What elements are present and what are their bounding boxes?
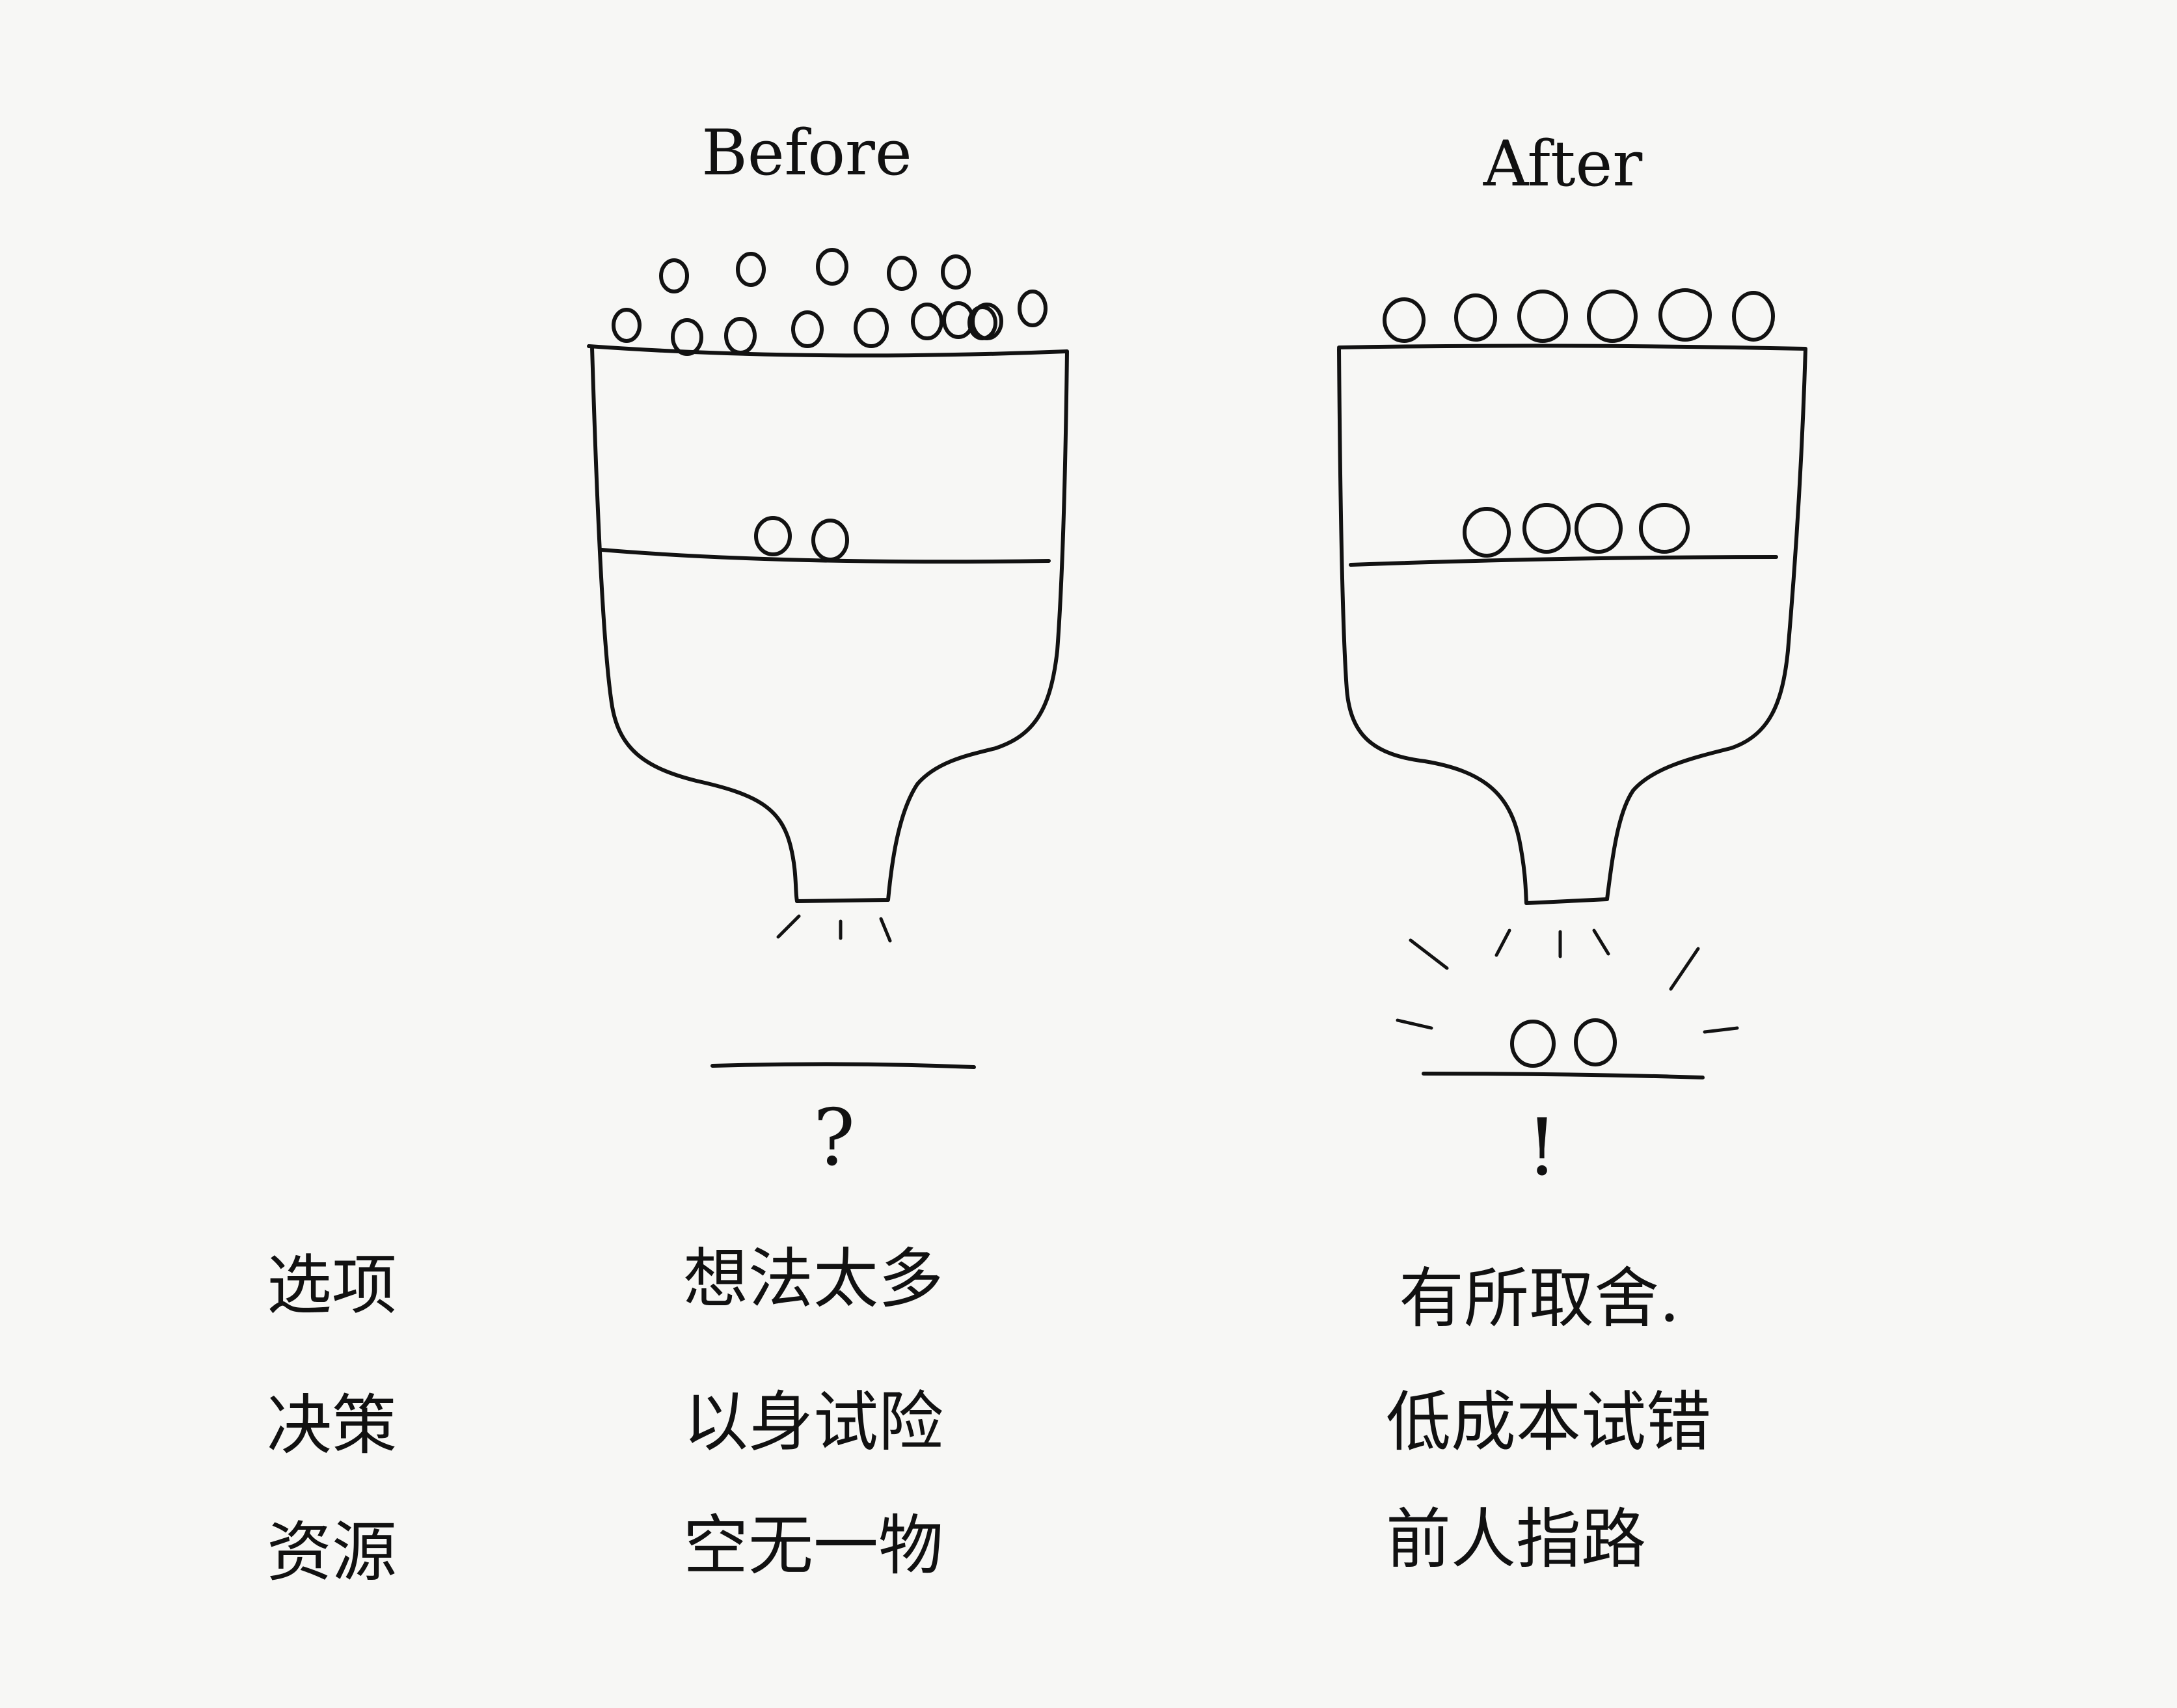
before-output-ray (776, 914, 801, 939)
before-top-ball (736, 252, 766, 287)
before-middle-balls (754, 516, 849, 562)
after-panel: After (1337, 128, 1807, 1193)
after-resources: 前人指路 (1386, 1501, 1646, 1577)
after-output-ray (1494, 929, 1511, 957)
after-output-line (1422, 1072, 1705, 1079)
after-middle-balls (1463, 503, 1690, 558)
after-result-mark: ! (1526, 1103, 1558, 1193)
after-middle-line (1349, 555, 1778, 567)
after-top-ball (1454, 293, 1497, 342)
after-middle-ball (1463, 507, 1511, 558)
before-top-ball (724, 317, 757, 355)
after-title: After (1483, 128, 1643, 200)
before-output-rays (776, 914, 892, 943)
after-output-rays (1396, 929, 1739, 1034)
before-top-ball (1018, 290, 1048, 327)
before-top-ball (612, 308, 642, 343)
before-resources: 空无一物 (683, 1508, 943, 1584)
before-middle-ball (811, 519, 849, 562)
after-top-ball (1587, 290, 1638, 343)
after-ideas: 有所取舍. (1399, 1260, 1680, 1336)
before-title: Before (701, 116, 912, 189)
row-label-resources: 资源 (267, 1514, 397, 1590)
before-top-ball (967, 305, 997, 340)
after-output-ray (1592, 929, 1610, 956)
before-result-mark: ? (813, 1093, 855, 1184)
before-top-ball (671, 318, 703, 356)
before-decision: 以身试险 (683, 1384, 943, 1460)
before-output-ray (879, 917, 892, 943)
after-decision: 低成本试错 (1386, 1384, 1711, 1460)
after-top-ball (1517, 290, 1568, 343)
before-top-ball (854, 308, 889, 348)
before-top-ball (887, 256, 917, 291)
after-funnel (1337, 344, 1807, 905)
after-output-ray (1396, 1018, 1433, 1030)
row-label-decision: 决策 (267, 1387, 397, 1463)
after-output-ray (1669, 947, 1700, 991)
before-middle-ball (754, 516, 792, 556)
after-middle-ball (1575, 503, 1623, 554)
comparison-table: 选项 决策 资源 想法太多 以身试险 空无一物 有所取舍. 低成本试错 前人指路 (267, 1241, 1711, 1590)
after-output-ray (1409, 938, 1449, 970)
row-label-options: 选项 (267, 1247, 397, 1323)
before-panel: Before (587, 116, 1069, 1184)
before-output-line (710, 1062, 976, 1069)
before-top-ball (816, 248, 848, 286)
after-output-ball (1510, 1020, 1556, 1068)
after-middle-ball (1522, 503, 1571, 554)
before-funnel (587, 344, 1069, 903)
after-output-ray (1703, 1026, 1739, 1034)
before-top-ball (941, 254, 971, 290)
after-top-ball (1383, 297, 1426, 343)
after-middle-ball (1639, 503, 1690, 554)
after-output-balls (1510, 1018, 1617, 1068)
before-top-ball (791, 310, 824, 348)
before-top-ball (911, 303, 943, 340)
before-top-ball (659, 258, 689, 293)
after-top-ball (1658, 288, 1712, 342)
after-top-ball (1732, 291, 1775, 342)
after-output-ball (1574, 1018, 1617, 1066)
after-top-balls (1383, 288, 1775, 343)
before-top-balls (612, 248, 1048, 356)
before-middle-line (600, 548, 1051, 564)
before-ideas: 想法太多 (683, 1241, 943, 1317)
